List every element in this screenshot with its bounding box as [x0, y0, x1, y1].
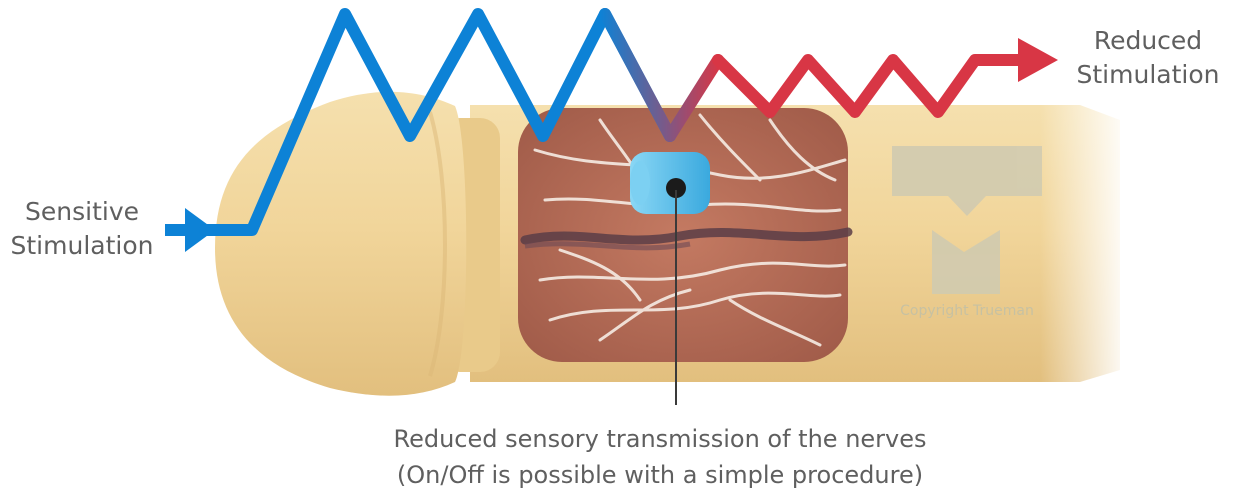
caption: Reduced sensory transmission of the nerv…	[330, 421, 990, 493]
sensitive-label-line-2: Stimulation	[10, 231, 154, 260]
sensitive-stimulation-label: Sensitive Stimulation	[0, 195, 164, 263]
trueman-logo-icon	[892, 146, 1042, 294]
wave-transition	[599, 8, 724, 142]
caption-line-2: (On/Off is possible with a simple proced…	[396, 461, 924, 489]
nerve-tissue-window	[518, 108, 853, 362]
arrow-right-icon	[1018, 38, 1058, 82]
caption-line-1: Reduced sensory transmission of the nerv…	[393, 425, 927, 453]
copyright-watermark: Copyright Trueman	[900, 303, 1034, 319]
nerve-clip-device	[630, 152, 710, 214]
reduced-stimulation-label: Reduced Stimulation	[1060, 24, 1234, 92]
sensitive-stimulation-wave	[199, 8, 676, 236]
sensitive-label-line-1: Sensitive	[25, 197, 139, 226]
reduced-label-line-2: Stimulation	[1076, 60, 1220, 89]
reduced-label-line-1: Reduced	[1093, 26, 1203, 55]
reduced-stimulation-wave	[712, 54, 1026, 118]
